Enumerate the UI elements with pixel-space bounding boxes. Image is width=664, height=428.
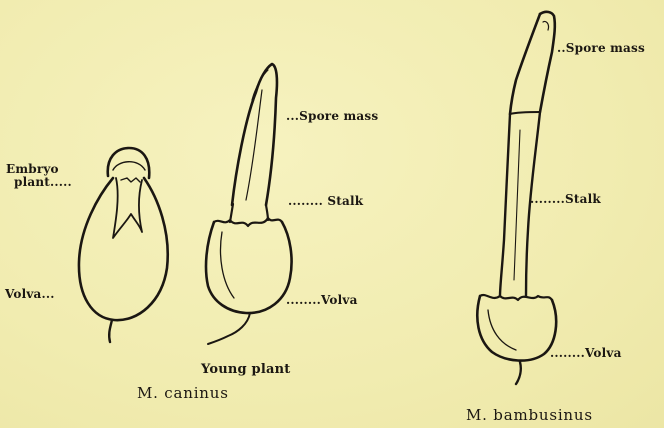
label-stalk-bambusinus: ........Stalk: [530, 193, 601, 205]
label-spore-mass-bambusinus: ..Spore mass: [557, 42, 645, 54]
young-plant-drawing: [206, 64, 292, 344]
caption-m-bambusinus: M. bambusinus: [466, 407, 593, 423]
caninus-egg-drawing: [79, 148, 168, 342]
label-volva-bambusinus: ........Volva: [550, 347, 622, 359]
label-embryo-line2: plant.....: [6, 176, 72, 189]
label-embryo-plant: Embryo plant.....: [6, 163, 72, 189]
label-stalk-young: ........ Stalk: [288, 195, 363, 207]
label-spore-mass-young: ...Spore mass: [286, 110, 378, 122]
caption-m-caninus: M. caninus: [137, 385, 229, 401]
label-volva-caninus: Volva...: [5, 288, 55, 300]
label-volva-young: ........Volva: [286, 294, 358, 306]
caption-young-plant: Young plant: [201, 362, 290, 378]
